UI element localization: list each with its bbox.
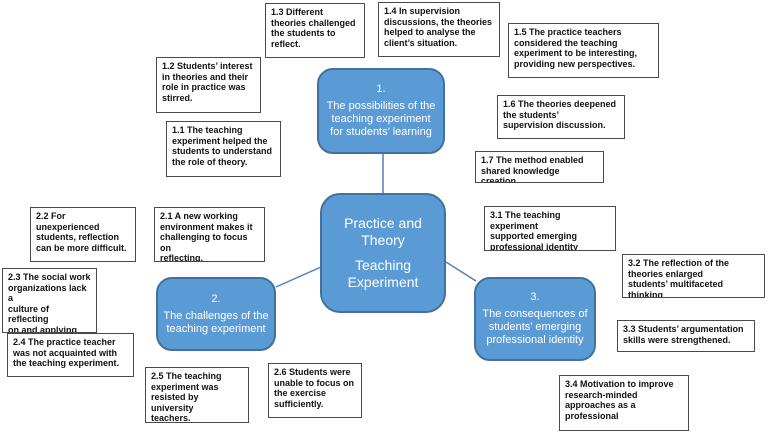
note-3-3: 3.3 Students’ argumentation skills were … bbox=[617, 320, 755, 352]
theme-3-title: The consequences of students’ emerging p… bbox=[482, 308, 588, 346]
note-2-3: 2.3 The social work organizations lack a… bbox=[2, 268, 97, 333]
note-2-6: 2.6 Students were unable to focus on the… bbox=[268, 363, 362, 418]
central-theme-title: Practice and Theory bbox=[344, 215, 422, 248]
note-1-4: 1.4 In supervision discussions, the theo… bbox=[378, 2, 500, 57]
note-1-6: 1.6 The theories deepened the students’ … bbox=[497, 95, 625, 139]
connector-center-to-hub-2 bbox=[275, 266, 322, 288]
theme-3-number: 3. bbox=[530, 291, 540, 303]
note-1-7: 1.7 The method enabled shared knowledge … bbox=[475, 151, 604, 183]
note-1-3: 1.3 Different theories challenged the st… bbox=[265, 3, 365, 58]
theme-1-number: 1. bbox=[376, 83, 386, 95]
note-2-1: 2.1 A new working environment makes it c… bbox=[154, 207, 265, 262]
theme-1-node: 1. The possibilities of the teaching exp… bbox=[317, 68, 445, 154]
theme-2-node: 2. The challenges of the teaching experi… bbox=[156, 277, 276, 351]
note-1-2: 1.2 Students’ interest in theories and t… bbox=[156, 57, 261, 113]
note-2-2: 2.2 For unexperienced students, reflecti… bbox=[30, 207, 136, 262]
connector-center-to-hub-3 bbox=[445, 261, 477, 282]
theme-1-title: The possibilities of the teaching experi… bbox=[326, 100, 436, 138]
theme-3-node: 3. The consequences of students’ emergin… bbox=[474, 277, 596, 361]
note-3-1: 3.1 The teaching experiment supported em… bbox=[484, 206, 616, 251]
note-2-4: 2.4 The practice teacher was not acquain… bbox=[7, 333, 134, 377]
note-1-5: 1.5 The practice teachers considered the… bbox=[508, 23, 659, 78]
central-theme-subtitle: Teaching Experiment bbox=[347, 257, 419, 290]
theme-2-number: 2. bbox=[211, 292, 221, 305]
note-3-4: 3.4 Motivation to improve research-minde… bbox=[559, 375, 689, 431]
note-2-5: 2.5 The teaching experiment was resisted… bbox=[145, 367, 249, 423]
central-theme-node: Practice and Theory Teaching Experiment bbox=[320, 193, 446, 313]
note-1-1: 1.1 The teaching experiment helped the s… bbox=[166, 121, 281, 177]
note-3-2: 3.2 The reflection of the theories enlar… bbox=[622, 254, 765, 298]
theme-2-title: The challenges of the teaching experimen… bbox=[163, 309, 269, 335]
